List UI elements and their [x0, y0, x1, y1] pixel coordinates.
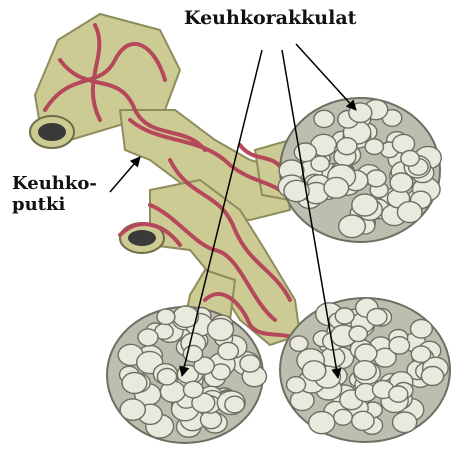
alveolus — [218, 342, 238, 359]
alveolus — [334, 409, 353, 425]
alveolar-cluster-lower-left — [107, 306, 267, 443]
alveolus — [421, 367, 443, 386]
alveolus — [355, 344, 377, 363]
alveolus — [389, 337, 409, 354]
alveolus — [240, 355, 260, 372]
alveolus — [339, 215, 366, 238]
alveolus — [366, 170, 386, 187]
alveolus — [314, 110, 334, 127]
alveolus — [349, 326, 367, 342]
alveolus — [157, 369, 176, 385]
alveolus — [225, 396, 245, 413]
alveolus — [390, 173, 413, 192]
alveolus — [302, 361, 325, 381]
alveolus — [397, 202, 422, 223]
alveolus — [393, 412, 417, 433]
bronchiole-label-line1: Keuhko- — [12, 174, 97, 195]
alveolus — [401, 151, 419, 167]
alveolus — [324, 177, 349, 198]
alveolus — [389, 386, 408, 402]
alveolus — [122, 373, 147, 394]
alveolus — [411, 346, 430, 363]
bronchiole-label-line2: putki — [12, 195, 97, 216]
alveolus — [287, 377, 306, 393]
alveolus — [411, 320, 433, 339]
alveolus — [138, 329, 158, 346]
alveolus — [352, 194, 378, 216]
alveolus — [367, 309, 387, 326]
alveolus — [365, 139, 383, 155]
alveolar-cluster-lower-right — [280, 298, 450, 442]
alveolus — [208, 318, 234, 340]
alveolus — [335, 308, 354, 324]
alveolus — [311, 156, 329, 171]
bronchiole-label: Keuhko- putki — [12, 174, 97, 215]
alveolus — [157, 309, 175, 324]
alveolus — [352, 411, 374, 430]
alveolus — [309, 412, 335, 434]
alveolus — [184, 381, 204, 398]
alveolus — [120, 399, 145, 420]
alveolar-sacs-label: Keuhkorakkulat — [184, 8, 356, 30]
alveolus — [354, 361, 377, 380]
alveolus — [337, 138, 357, 155]
